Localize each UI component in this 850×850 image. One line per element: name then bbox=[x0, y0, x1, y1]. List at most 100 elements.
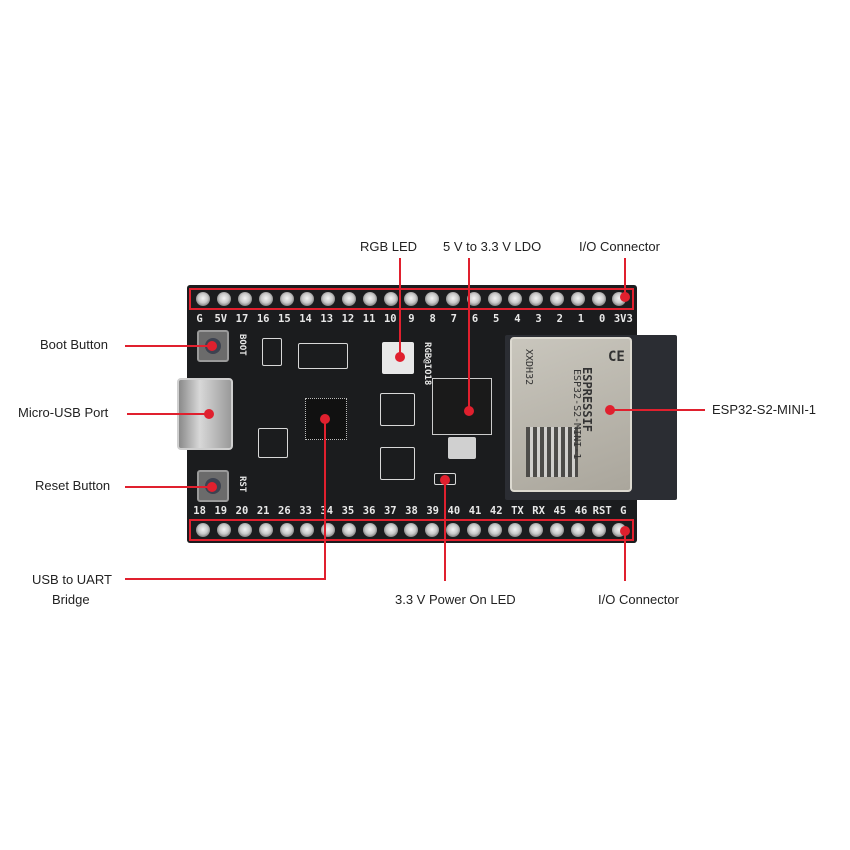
top-io-header bbox=[189, 288, 634, 310]
bottom-pin bbox=[425, 523, 440, 537]
smd-component-group-2 bbox=[258, 428, 288, 458]
top-pin-label: 9 bbox=[408, 313, 415, 325]
top-pin-label: 16 bbox=[256, 313, 270, 325]
top-pin bbox=[425, 292, 440, 306]
ldo-pointer bbox=[468, 258, 470, 410]
top-pin-label: 1 bbox=[577, 313, 585, 325]
io-top-marker bbox=[620, 292, 630, 302]
bottom-pin-label: TX bbox=[511, 505, 524, 517]
top-pin bbox=[508, 292, 523, 306]
bottom-pin-label: 37 bbox=[383, 505, 397, 517]
bottom-pin-label: 40 bbox=[447, 505, 461, 517]
bottom-pin bbox=[549, 523, 564, 537]
boot-marker bbox=[207, 341, 217, 351]
bottom-pin bbox=[196, 523, 211, 537]
top-pin-label: 8 bbox=[429, 313, 436, 325]
top-pin bbox=[383, 292, 398, 306]
bottom-pin bbox=[508, 523, 523, 537]
bottom-pin-label: 34 bbox=[320, 505, 334, 517]
bottom-pin-label: 41 bbox=[468, 505, 482, 517]
bottom-pin bbox=[341, 523, 356, 537]
top-pin-label: 5 bbox=[493, 313, 500, 325]
module-pointer bbox=[610, 409, 705, 411]
bottom-pin-label: 26 bbox=[278, 505, 291, 517]
top-pin-label: 4 bbox=[514, 313, 521, 325]
label-rgb-led: RGB LED bbox=[360, 239, 418, 254]
label-usb-uart-1: USB to UART bbox=[32, 572, 112, 587]
label-ldo: 5 V to 3.3 V LDO bbox=[443, 239, 542, 254]
bottom-pin bbox=[570, 523, 585, 537]
reset-marker bbox=[207, 482, 217, 492]
bottom-pin-label: 36 bbox=[362, 505, 376, 517]
bottom-pin-label: 21 bbox=[256, 505, 270, 517]
bottom-pin bbox=[529, 523, 544, 537]
bottom-pin bbox=[466, 523, 481, 537]
top-pin-label: 14 bbox=[299, 313, 312, 325]
top-pin-label: 12 bbox=[341, 313, 355, 325]
top-pin bbox=[258, 292, 273, 306]
top-pin-label: 7 bbox=[450, 313, 457, 325]
top-pin-label: 6 bbox=[471, 313, 479, 325]
io-top-pointer bbox=[624, 258, 626, 296]
top-pin bbox=[362, 292, 377, 306]
uart-marker bbox=[320, 414, 330, 424]
top-pin bbox=[445, 292, 460, 306]
label-usb-uart-2: Bridge bbox=[52, 592, 90, 607]
top-pin-label: 17 bbox=[235, 313, 249, 325]
top-pin-label: 10 bbox=[383, 313, 397, 325]
bottom-pin-label: 45 bbox=[553, 505, 567, 517]
bottom-pin-label: 39 bbox=[426, 505, 439, 517]
top-pin bbox=[217, 292, 232, 306]
top-pin bbox=[300, 292, 315, 306]
power-led-pointer bbox=[444, 479, 446, 581]
module-qr-code bbox=[526, 427, 578, 477]
boot-silkscreen: BOOT bbox=[237, 334, 247, 356]
rgb-led-pointer bbox=[399, 258, 401, 358]
smd-component bbox=[262, 338, 282, 366]
bottom-pin bbox=[383, 523, 398, 537]
top-pin bbox=[570, 292, 585, 306]
bottom-pin bbox=[487, 523, 502, 537]
bottom-pin-label: RST bbox=[592, 505, 612, 517]
module-shield: ESPRESSIF ESP32-S2-MINI-1 XXDH32 CE bbox=[510, 337, 632, 492]
bottom-pin bbox=[279, 523, 294, 537]
top-pin bbox=[549, 292, 564, 306]
top-pin-label: 2 bbox=[556, 313, 563, 325]
bottom-pin bbox=[217, 523, 232, 537]
bottom-pin-label: 33 bbox=[299, 505, 312, 517]
label-micro-usb: Micro-USB Port bbox=[18, 405, 109, 420]
top-pin bbox=[529, 292, 544, 306]
module-model: ESP32-S2-MINI-1 bbox=[571, 369, 582, 460]
top-pin bbox=[466, 292, 481, 306]
io-bottom-pointer bbox=[624, 530, 626, 581]
module-code: XXDH32 bbox=[523, 349, 534, 386]
top-pin bbox=[279, 292, 294, 306]
rgb-silkscreen: RGB@IO18 bbox=[422, 342, 432, 386]
top-pin bbox=[321, 292, 336, 306]
rgb-led-marker bbox=[395, 352, 405, 362]
ldo-regulator bbox=[432, 378, 492, 435]
label-io-connector-top: I/O Connector bbox=[579, 239, 660, 254]
bottom-pin bbox=[591, 523, 606, 537]
bottom-pin bbox=[258, 523, 273, 537]
module-brand: ESPRESSIF bbox=[580, 367, 594, 433]
bottom-pin-label: G bbox=[620, 505, 627, 517]
top-pin bbox=[404, 292, 419, 306]
top-pin bbox=[591, 292, 606, 306]
top-pin bbox=[237, 292, 252, 306]
rst-silkscreen: RST bbox=[237, 476, 247, 493]
label-power-led: 3.3 V Power On LED bbox=[395, 592, 516, 607]
smd-transistor-1 bbox=[380, 393, 415, 426]
label-boot-button: Boot Button bbox=[40, 337, 108, 352]
io-bottom-marker bbox=[620, 526, 630, 536]
top-pin-label: G bbox=[196, 313, 203, 325]
bottom-io-header bbox=[189, 519, 634, 541]
module-marker bbox=[605, 405, 615, 415]
bottom-pin-label: 35 bbox=[341, 505, 355, 517]
top-pin-label: 0 bbox=[598, 313, 606, 325]
smd-transistor-2 bbox=[380, 447, 415, 480]
ce-mark: CE bbox=[608, 349, 625, 365]
top-pin-label: 3 bbox=[535, 313, 542, 325]
